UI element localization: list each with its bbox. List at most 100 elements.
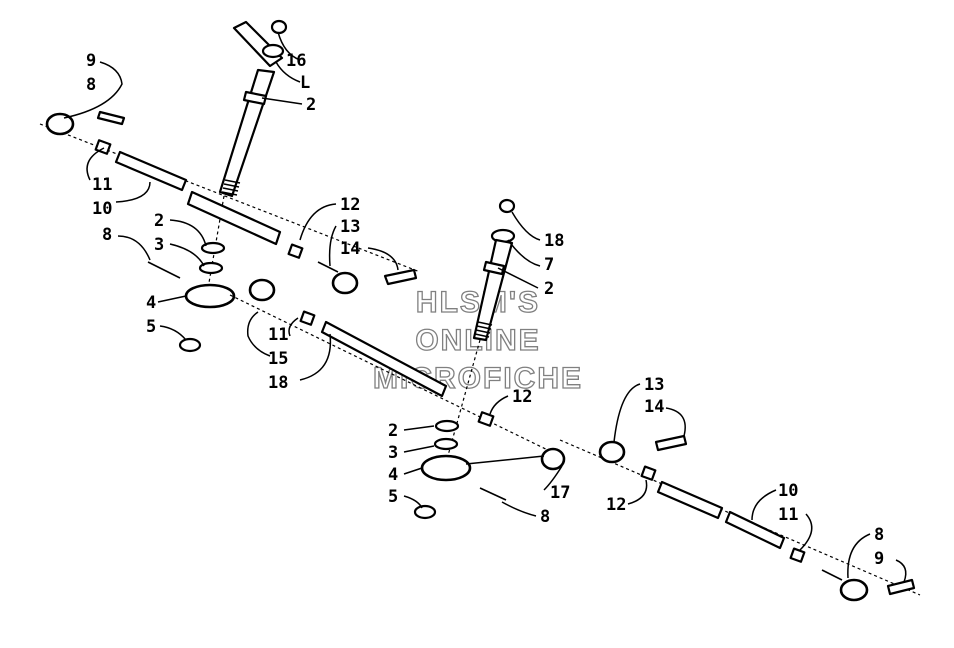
- watermark-line-1: HLSM'S: [416, 286, 540, 319]
- leader-right-12: [627, 479, 648, 505]
- right-tie-rod: [559, 434, 921, 602]
- leader-lines: [63, 31, 907, 583]
- callout-left-11: 11: [92, 175, 112, 195]
- right-outer-bolt: [886, 578, 916, 596]
- leader-left-11: [86, 147, 105, 181]
- leader-right-stack-17: [543, 465, 563, 491]
- callout-right-10: 10: [778, 481, 798, 501]
- leader-left-L: [275, 61, 301, 83]
- left-column-top-bolt: [270, 19, 288, 35]
- callout-left-9: 9: [86, 51, 96, 71]
- callout-left-stack-3: 3: [154, 235, 164, 255]
- callout-right-stack-12: 12: [512, 387, 532, 407]
- center-rod-end: [248, 278, 276, 302]
- right-outer-thread: [821, 569, 843, 581]
- leader-left-stack-4: [157, 295, 187, 303]
- left-column-collar: [242, 90, 268, 106]
- callout-left-16: 16: [286, 51, 306, 71]
- leader-right-stack-12: [489, 395, 509, 415]
- callout-left-14: 14: [340, 239, 360, 259]
- callout-left-stack-8: 8: [102, 225, 112, 245]
- callout-center-15: 15: [268, 349, 288, 369]
- callout-right-9: 9: [874, 549, 884, 569]
- callout-left-2: 2: [306, 95, 316, 115]
- leader-center-11: [288, 317, 299, 337]
- right-inner-bolt: [654, 434, 688, 452]
- right-inner-jam-nut: [640, 465, 657, 481]
- right-outer-rod-end: [839, 578, 869, 602]
- left-pitman-arm: [184, 283, 236, 309]
- callout-left-stack-4: 4: [146, 293, 156, 313]
- leader-right-14: [665, 407, 686, 437]
- callout-right-13: 13: [644, 375, 664, 395]
- right-stack-bolt: [479, 487, 507, 501]
- left-pitman-stack: [147, 241, 236, 353]
- left-tie-rod-tube: [186, 190, 282, 246]
- left-steering-column: [205, 19, 288, 301]
- callout-right-stack-8: 8: [540, 507, 550, 527]
- leader-left-stack-8: [117, 235, 151, 261]
- left-steering-post: [218, 68, 276, 198]
- leader-left-stack-5: [159, 325, 187, 341]
- leader-left-2: [261, 97, 303, 105]
- leader-right-8: [847, 533, 871, 579]
- leader-right-11: [799, 513, 813, 551]
- right-stack-nut: [433, 437, 459, 451]
- leader-right-stack-4: [403, 467, 423, 475]
- leader-left-14: [367, 247, 399, 271]
- left-stack-nut: [198, 261, 224, 275]
- callout-right-18: 18: [544, 231, 564, 251]
- leader-left-stack-2: [169, 219, 207, 247]
- leader-right-stack-5: [403, 495, 423, 509]
- leader-right-9: [895, 559, 907, 583]
- right-stack-washer: [434, 419, 460, 433]
- callout-right-2: 2: [544, 279, 554, 299]
- leader-left-12: [299, 203, 337, 241]
- left-column-top-washer: [261, 43, 285, 59]
- right-rod-axis: [559, 439, 921, 596]
- callout-left-8: 8: [86, 75, 96, 95]
- leader-left-stack-3: [169, 243, 205, 267]
- right-pitman-stack: [413, 411, 566, 520]
- callout-right-stack-17: 17: [550, 483, 570, 503]
- right-tie-rod-sleeve: [656, 480, 724, 520]
- left-inner-bolt: [383, 268, 418, 286]
- leader-center-18: [299, 333, 332, 381]
- callout-right-stack-3: 3: [388, 443, 398, 463]
- leader-center-15: [246, 311, 271, 357]
- right-column-axis: [443, 339, 481, 471]
- callout-left-stack-5: 5: [146, 317, 156, 337]
- callout-center-11: 11: [268, 325, 288, 345]
- callout-left-stack-2: 2: [154, 211, 164, 231]
- right-column-thread: [474, 321, 493, 338]
- leader-right-stack-3: [403, 445, 435, 453]
- leader-left-16: [277, 31, 301, 61]
- right-column-collar: [482, 260, 506, 276]
- callout-right-stack-4: 4: [388, 465, 398, 485]
- callout-left-13: 13: [340, 217, 360, 237]
- leader-right-7: [507, 239, 541, 267]
- left-stack-cotter: [178, 337, 202, 353]
- callout-left-12: 12: [340, 195, 360, 215]
- left-outer-bolt: [96, 110, 126, 126]
- right-pitman-arm: [420, 454, 472, 482]
- right-center-rod-end: [540, 447, 566, 471]
- left-stack-washer: [200, 241, 226, 255]
- leader-right-13: [613, 383, 641, 443]
- left-inner-thread: [317, 261, 339, 273]
- callout-right-12: 12: [606, 495, 626, 515]
- left-inner-rod-end: [331, 271, 359, 295]
- left-stack-bolt: [147, 261, 181, 279]
- left-column-thread: [221, 179, 241, 196]
- callout-left-L: L: [300, 73, 310, 93]
- center-jam-nut: [299, 310, 316, 326]
- callout-labels: 16 L 2 9 8 11 10 2 3 8 4 5 12 13 14 11 1…: [86, 51, 884, 569]
- leader-right-2: [497, 267, 539, 289]
- callout-right-7: 7: [544, 255, 554, 275]
- right-outer-jam-nut: [789, 547, 806, 563]
- right-tie-rod-tube: [724, 510, 786, 550]
- callout-right-stack-5: 5: [388, 487, 398, 507]
- leader-right-10: [751, 489, 777, 521]
